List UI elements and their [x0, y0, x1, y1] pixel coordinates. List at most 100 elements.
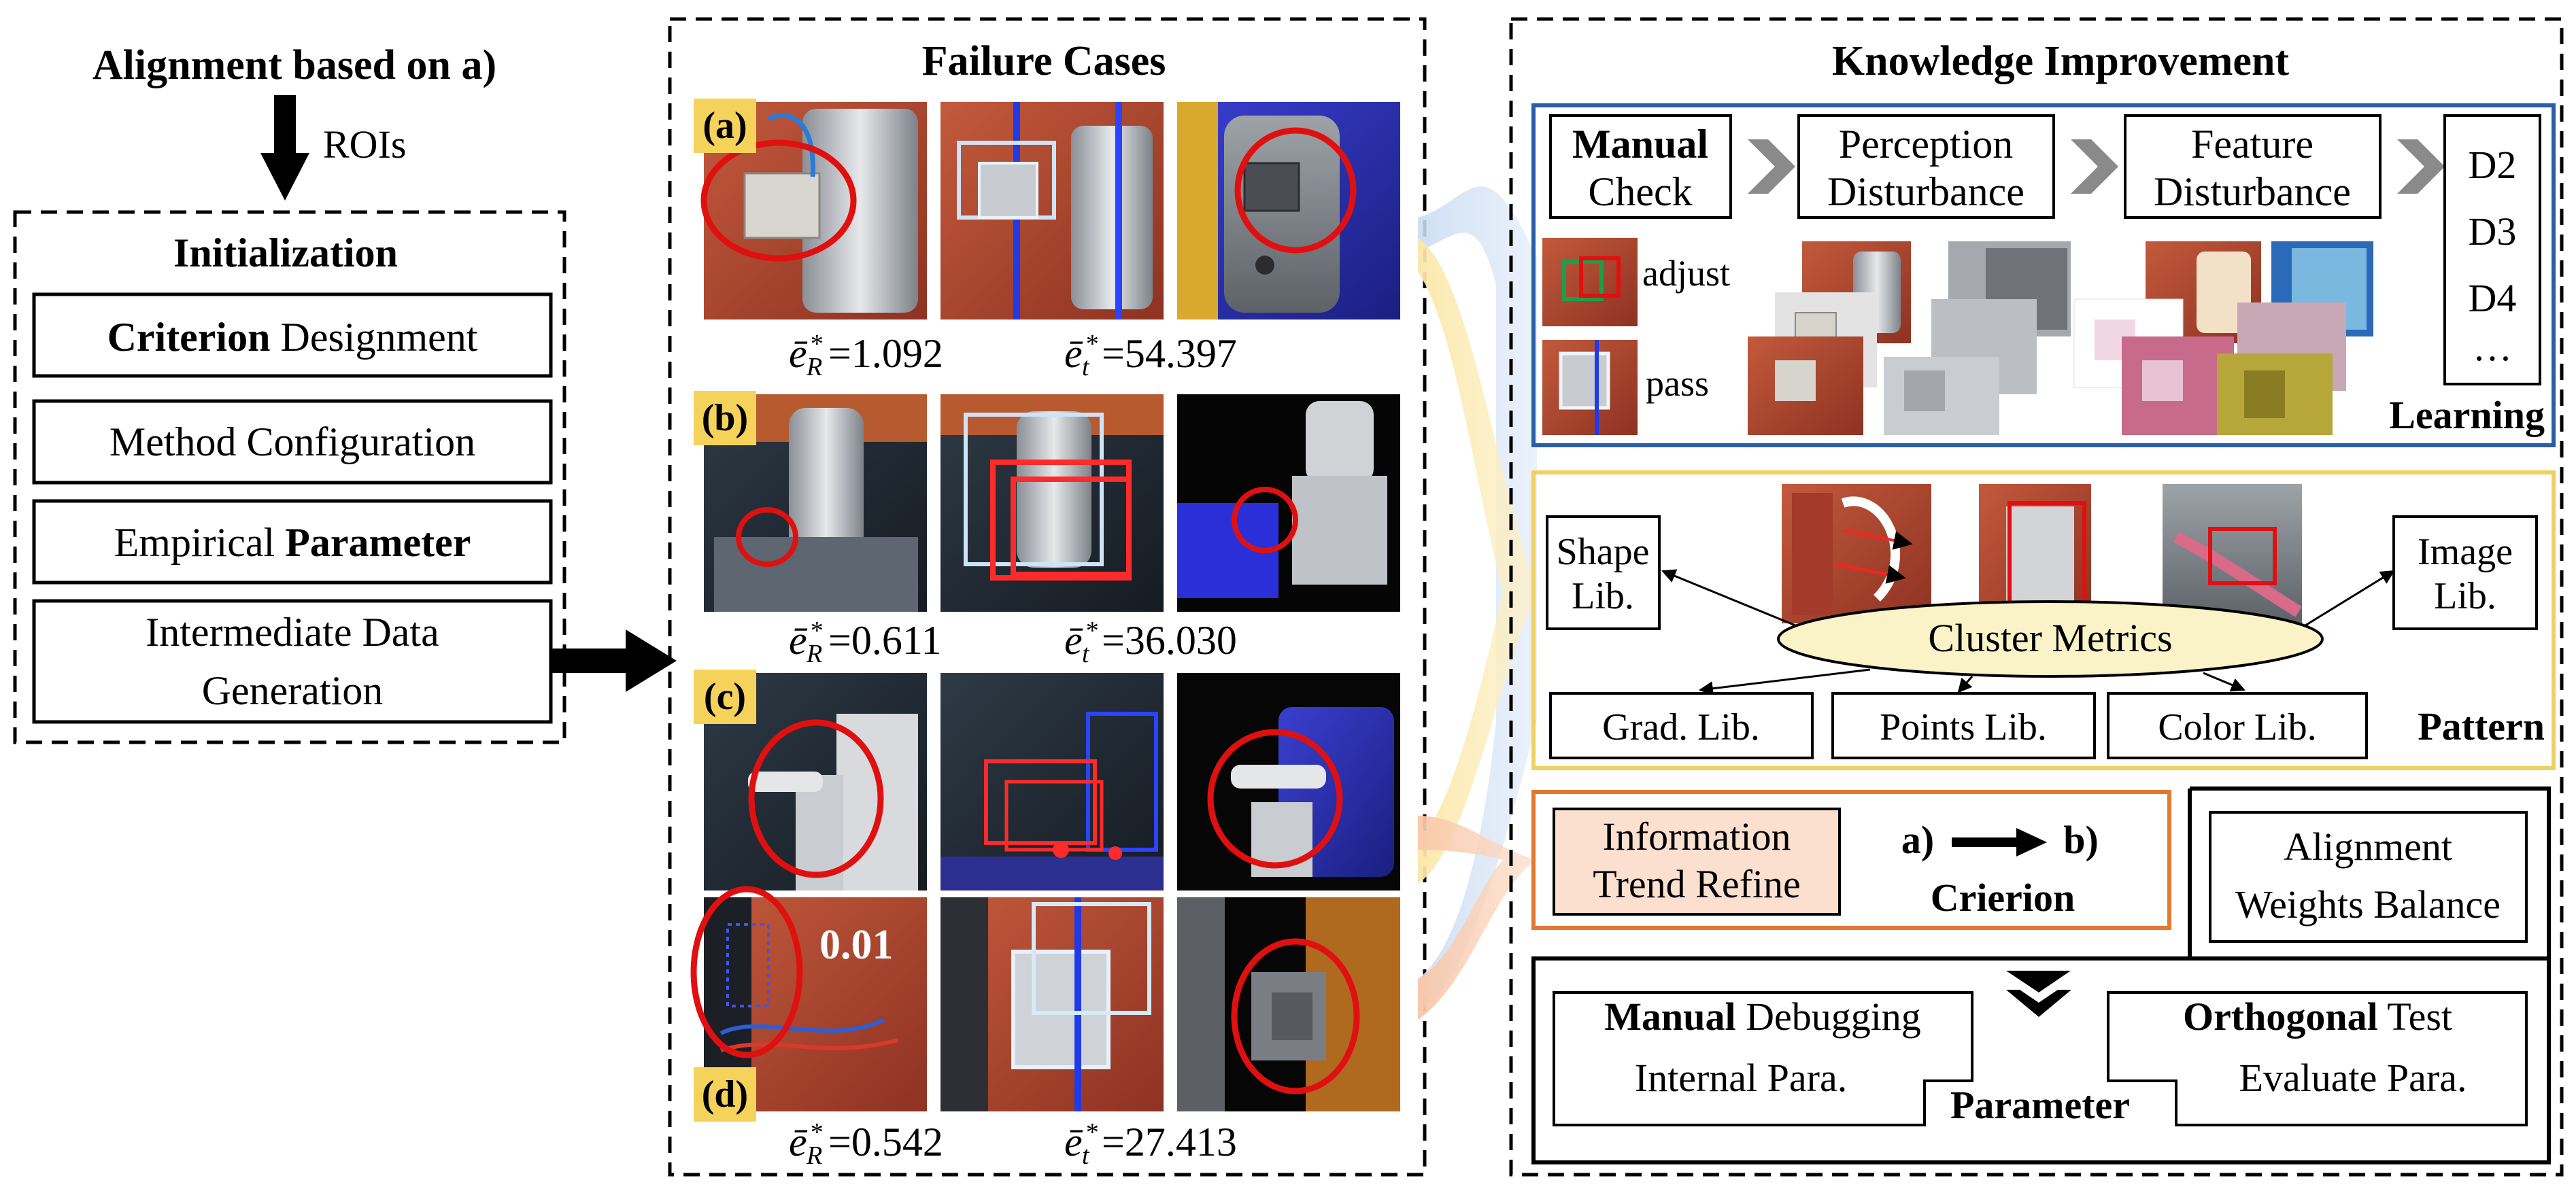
case-a-et: =54.397	[1102, 331, 1237, 376]
svg-text:R: R	[806, 1141, 822, 1170]
shape-line2: Lib.	[1572, 575, 1634, 617]
color-lib-label: Color Lib.	[2158, 706, 2316, 748]
initialization-section: Alignment based on a) ROIs Initializatio…	[13, 42, 677, 744]
a-to-b-arrow-icon	[1952, 828, 2047, 857]
parameter-box	[1531, 956, 2551, 1164]
svg-text:ē: ē	[789, 618, 808, 663]
case-b-eR: =0.611	[828, 618, 942, 663]
svg-text:ē: ē	[789, 1120, 808, 1164]
dataset-d4: D4	[2469, 276, 2517, 320]
orthogonal-test-box	[2107, 991, 2528, 1126]
case-c-label: (c)	[704, 676, 746, 718]
manual-check-bold: Manual	[1572, 122, 1708, 167]
case-d-overlay-text: 0.01	[819, 922, 894, 968]
svg-text:Empirical Parameter: Empirical Parameter	[114, 520, 471, 565]
perception-line1: Perception	[1839, 122, 2014, 167]
image-line2: Lib.	[2434, 575, 2496, 617]
svg-text:Criterion Designment: Criterion Designment	[107, 315, 478, 360]
dataset-d2: D2	[2469, 143, 2517, 187]
feature-disturbance-box: Feature Disturbance	[2124, 114, 2382, 219]
pattern-box	[1531, 470, 2556, 770]
svg-text:ē: ē	[789, 331, 808, 376]
rois-label: ROIs	[323, 122, 406, 167]
svg-text:R: R	[806, 353, 822, 381]
svg-text:ē: ē	[1064, 331, 1083, 376]
orthogonal-rest: Test	[2378, 995, 2452, 1039]
learning-box	[1531, 103, 2556, 447]
color-lib-box: Color Lib.	[2107, 692, 2368, 759]
orthogonal-bold: Orthogonal	[2183, 995, 2378, 1039]
svg-text:t: t	[1082, 640, 1090, 668]
manual-debugging-box	[1553, 991, 1973, 1126]
grad-lib-box: Grad. Lib.	[1549, 692, 1814, 759]
perception-line2: Disturbance	[1827, 169, 2024, 214]
dataset-more: …	[2473, 325, 2512, 369]
chevron-right-icon	[2071, 139, 2118, 194]
internal-para-label: Internal Para.	[1635, 1056, 1847, 1100]
evaluate-para-label: Evaluate Para.	[2239, 1056, 2467, 1100]
knowledge-title: Knowledge Improvement	[1832, 38, 2290, 84]
case-d-label: (d)	[702, 1073, 748, 1116]
parameter-bold: Parameter	[285, 520, 471, 565]
svg-text:Orthogonal Test: Orthogonal Test	[2183, 995, 2452, 1039]
case-d-images: 0.01	[690, 886, 1400, 1111]
failure-cases-title: Failure Cases	[922, 38, 1166, 84]
svg-text:*: *	[809, 330, 822, 358]
manual-debugging-bold: Manual	[1604, 995, 1735, 1039]
dataset-d3: D3	[2469, 209, 2517, 254]
criterion-bold: Criterion	[107, 315, 271, 360]
adjust-label: adjust	[1642, 253, 1730, 294]
svg-text:*: *	[809, 1118, 822, 1147]
case-a-label-bg	[694, 99, 756, 153]
flow-bands	[1418, 186, 1537, 1020]
case-a-eR: =1.092	[828, 331, 943, 376]
pattern-thumbnails	[1782, 484, 2302, 623]
balance-line1: Alignment	[2284, 825, 2452, 869]
empirical-pre: Empirical	[114, 520, 286, 565]
chevron-right-icon	[2397, 139, 2445, 194]
shape-lib-box: Shape Lib.	[1546, 515, 1661, 630]
pattern-label: Pattern	[2418, 704, 2545, 748]
intermediate-line2: Generation	[202, 668, 384, 713]
cluster-connectors	[1661, 569, 2395, 696]
learning-label: Learning	[2389, 393, 2545, 437]
case-a-metrics: ē * R =1.092 ē * t =54.397	[789, 330, 1237, 381]
info-line2: Trend Refine	[1593, 862, 1801, 906]
cluster-metrics-node: Cluster Metrics	[1777, 600, 2324, 678]
svg-text:ē: ē	[1064, 618, 1083, 663]
learning-thumbnails	[1542, 238, 2373, 435]
knowledge-box	[1509, 17, 2564, 1177]
cluster-metrics-label: Cluster Metrics	[1928, 616, 2172, 660]
points-lib-label: Points Lib.	[1880, 706, 2047, 748]
parameter-label: Parameter	[1950, 1083, 2130, 1127]
criterion-rest: Designment	[270, 315, 477, 360]
down-arrow-icon	[260, 95, 309, 201]
svg-text:*: *	[1085, 617, 1098, 645]
empirical-parameter-box: Empirical Parameter	[32, 499, 553, 585]
weights-balance-box: Alignment Weights Balance	[2209, 811, 2528, 943]
case-a-label: (a)	[702, 105, 747, 147]
case-b-images	[704, 394, 1400, 612]
case-d-et: =27.413	[1102, 1120, 1237, 1164]
case-b-label-bg	[694, 391, 756, 445]
case-b-metrics: ē * R =0.611 ē * t =36.030	[789, 617, 1237, 668]
shape-line1: Shape	[1557, 531, 1650, 573]
initialization-title: Initialization	[173, 230, 398, 275]
svg-text:Manual Debugging: Manual Debugging	[1604, 995, 1921, 1039]
case-c-label-bg	[694, 670, 756, 724]
criterion-label: Crierion	[1931, 876, 2075, 920]
feature-line2: Disturbance	[2154, 169, 2351, 214]
initialization-box	[13, 210, 566, 744]
chevron-right-icon	[1748, 139, 1795, 194]
svg-text:ē: ē	[1064, 1120, 1083, 1164]
svg-text:*: *	[809, 617, 822, 645]
image-line1: Image	[2418, 531, 2513, 573]
manual-check-rest: Check	[1588, 169, 1692, 214]
manual-check-box: Manual Check	[1549, 114, 1732, 219]
svg-text:R: R	[806, 640, 822, 668]
svg-text:*: *	[1085, 1118, 1098, 1147]
failure-cases-box	[668, 17, 1427, 1177]
case-c-images	[704, 673, 1400, 891]
svg-text:t: t	[1082, 1141, 1090, 1170]
grad-lib-label: Grad. Lib.	[1602, 706, 1760, 748]
